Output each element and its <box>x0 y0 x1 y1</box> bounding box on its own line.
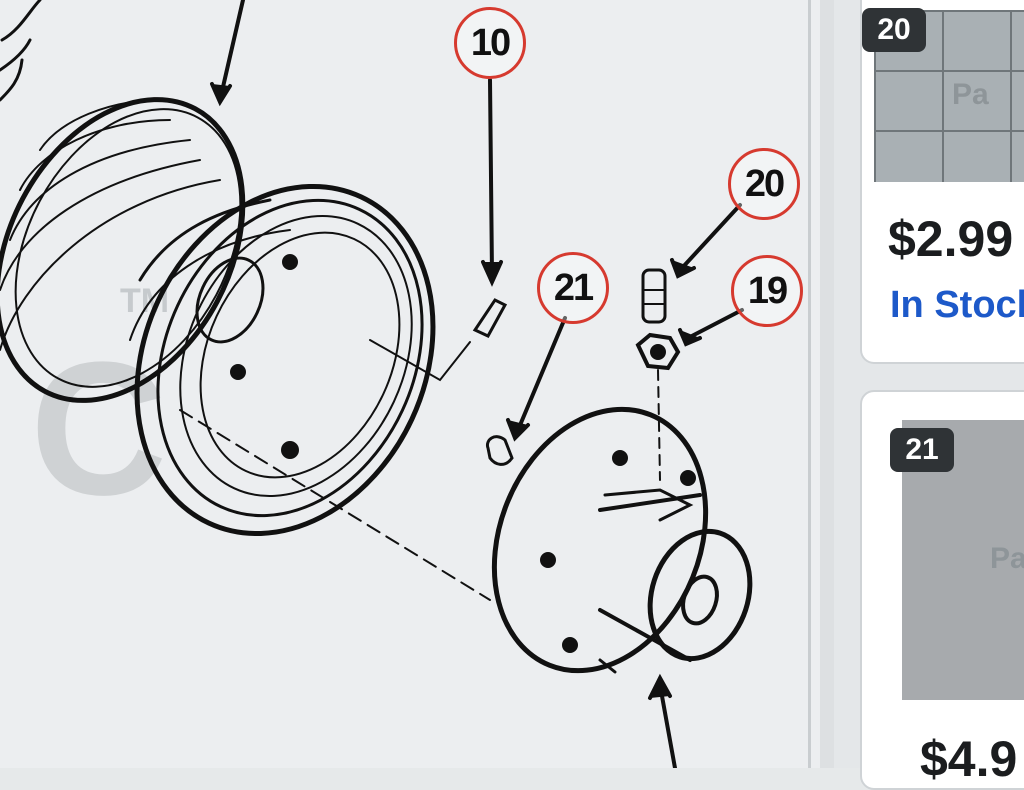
callout-19[interactable]: 19 <box>731 255 803 327</box>
thumbnail-placeholder-text: Pa <box>952 78 989 111</box>
part-card-21[interactable]: Pa 21 $4.9 <box>860 390 1024 790</box>
callout-20[interactable]: 20 <box>728 148 800 220</box>
part-card-20[interactable]: Pa 20 $2.99 In Stock <box>860 0 1024 364</box>
part-price: $2.99 <box>888 211 1014 267</box>
scroll-gutter <box>820 0 834 768</box>
watermark-logo: C <box>30 323 168 535</box>
thumbnail-placeholder-text: Pa <box>990 542 1024 575</box>
exploded-view-drawing <box>0 0 753 768</box>
panel-divider <box>808 0 811 768</box>
callout-21[interactable]: 21 <box>537 252 609 324</box>
part-number-badge: 21 <box>890 428 954 472</box>
part-price: $4.9 <box>920 731 1018 787</box>
stock-status[interactable]: In Stock <box>890 284 1024 326</box>
callout-10[interactable]: 10 <box>454 7 526 79</box>
part-number-badge: 20 <box>862 8 926 52</box>
parts-diagram: TM C <box>0 0 803 768</box>
